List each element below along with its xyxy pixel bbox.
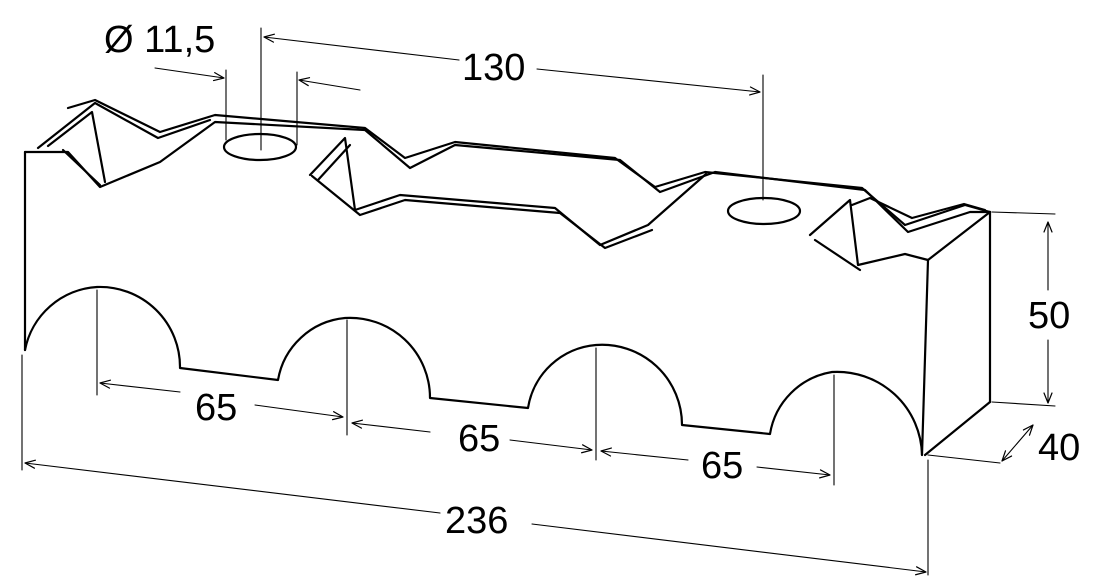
dim-height: 50 (1028, 295, 1070, 337)
dim-depth: 40 (1038, 427, 1080, 469)
dim-hole-diameter: Ø 11,5 (104, 19, 215, 61)
extension-lines (21, 27, 1056, 576)
dim-hole-spacing: 130 (462, 47, 525, 89)
dimension-lines (24, 33, 1053, 576)
block-front-face (23, 150, 930, 457)
dim-pitch-3: 65 (701, 445, 743, 487)
dim-pitch-1: 65 (195, 387, 237, 429)
dim-pitch-2: 65 (458, 418, 500, 460)
hole-right (726, 196, 802, 226)
block-right-face (923, 210, 992, 457)
block-top-face (23, 98, 992, 272)
mounting-holes (222, 132, 802, 226)
dim-total-length: 236 (445, 500, 508, 542)
hole-left (222, 132, 298, 162)
dimension-labels: Ø 11,5 130 50 40 65 65 65 236 (104, 19, 1080, 542)
